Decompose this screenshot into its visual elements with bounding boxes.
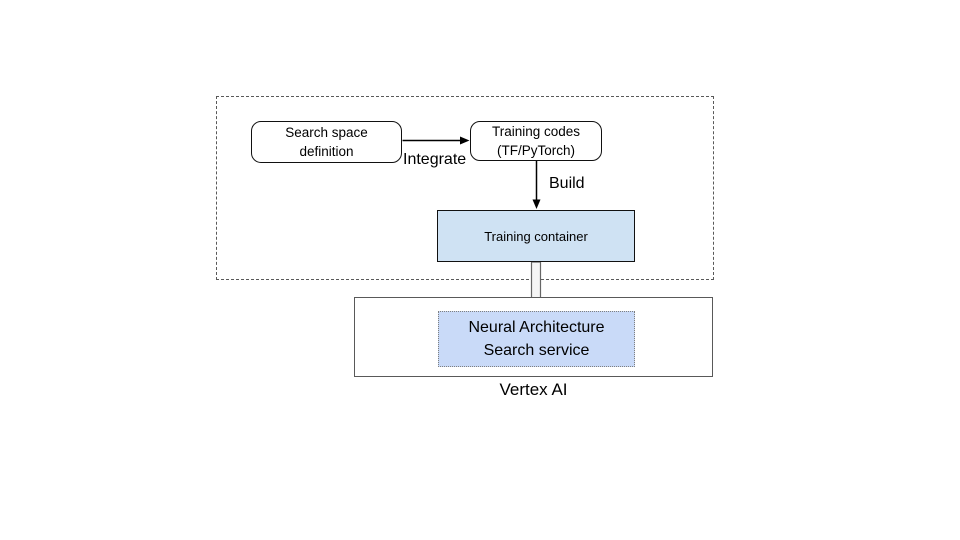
build-workflow-group-box xyxy=(216,96,714,280)
node-label-line: definition xyxy=(299,144,354,159)
node-label-line: Training container xyxy=(484,228,588,244)
node-label-line: Search space xyxy=(285,125,368,140)
node-label-line: Neural Architecture xyxy=(468,319,605,336)
node-search-space-definition: Search space definition xyxy=(251,121,402,163)
node-label-line: (TF/PyTorch) xyxy=(496,143,575,158)
node-nas-service: Neural Architecture Search service xyxy=(438,311,635,367)
node-label-line: Training codes xyxy=(491,124,581,139)
node-label-line: Search service xyxy=(483,342,590,359)
vertex-ai-caption: Vertex AI xyxy=(499,380,568,399)
build-edge-label: Build xyxy=(549,175,585,192)
node-training-container: Training container xyxy=(437,210,635,262)
node-training-codes: Training codes (TF/PyTorch) xyxy=(470,121,602,161)
integrate-edge-label: Integrate xyxy=(403,151,467,168)
